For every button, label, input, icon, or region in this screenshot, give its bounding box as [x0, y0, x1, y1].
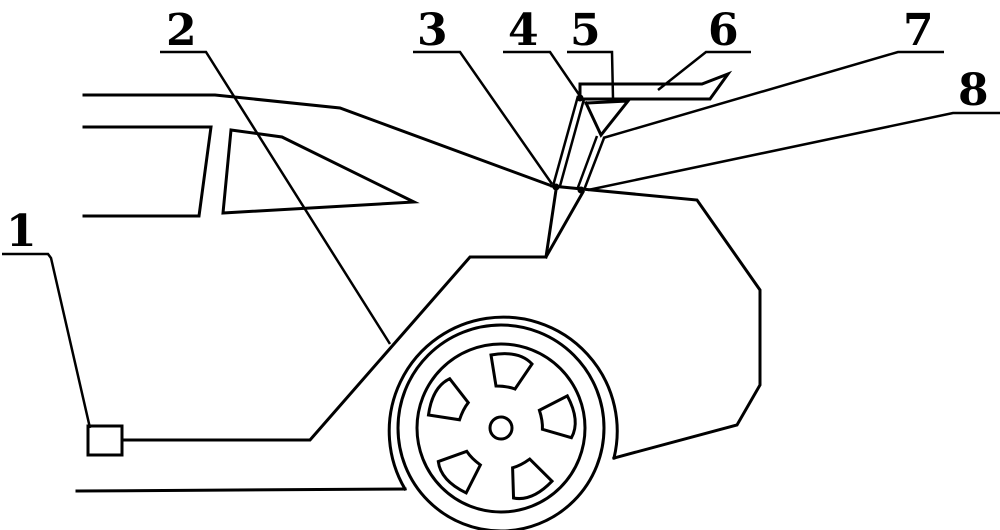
spoke-window: [436, 449, 483, 495]
trunk-gap-line: [123, 188, 558, 442]
label-7: 7: [903, 5, 934, 56]
side-window-front: [82, 125, 213, 218]
rim-outer: [415, 342, 587, 514]
wheel-spoke-windows: [426, 352, 577, 501]
leader-1: [2, 252, 92, 429]
hinge-top: [576, 94, 584, 102]
label-6: 6: [708, 5, 739, 56]
label-5: 5: [570, 5, 601, 56]
label-2: 2: [166, 5, 197, 56]
spoke-window: [489, 352, 534, 391]
hub-cap: [488, 415, 514, 441]
strut-left-inner: [558, 98, 586, 187]
rear-wheel: [387, 315, 619, 530]
callout-labels: 1 2 3 4 5 6 7 8: [6, 5, 989, 257]
callout-leaders: [2, 50, 1000, 429]
sill-line: [75, 487, 407, 493]
v-bracket: [584, 99, 632, 138]
wheel-arch: [387, 315, 619, 492]
label-4: 4: [508, 5, 539, 56]
leader-4: [503, 50, 582, 97]
tire-outer: [396, 323, 606, 530]
spoke-window: [537, 393, 577, 440]
leader-6: [657, 50, 751, 91]
strut-right-outer: [575, 135, 599, 191]
leader-5: [567, 50, 615, 99]
strut-right-inner: [582, 137, 606, 191]
trunk-gap-line-2: [543, 189, 586, 260]
strut-left-outer: [551, 95, 580, 187]
roof-line: [82, 93, 554, 188]
leader-3: [413, 50, 554, 185]
hinge-left: [552, 183, 560, 191]
leader-8: [587, 111, 1000, 192]
rear-quarter-window: [221, 128, 420, 215]
label-3: 3: [417, 5, 448, 56]
spoke-window: [511, 457, 555, 501]
control-unit-box: [86, 424, 124, 457]
leader-2: [160, 50, 392, 345]
label-8: 8: [958, 65, 989, 116]
spoiler-assembly: [551, 70, 733, 194]
spoiler-wing: [578, 70, 733, 101]
leader-7: [602, 50, 944, 140]
hinge-right: [577, 186, 585, 194]
label-1: 1: [6, 206, 37, 257]
spoke-window: [426, 376, 471, 422]
